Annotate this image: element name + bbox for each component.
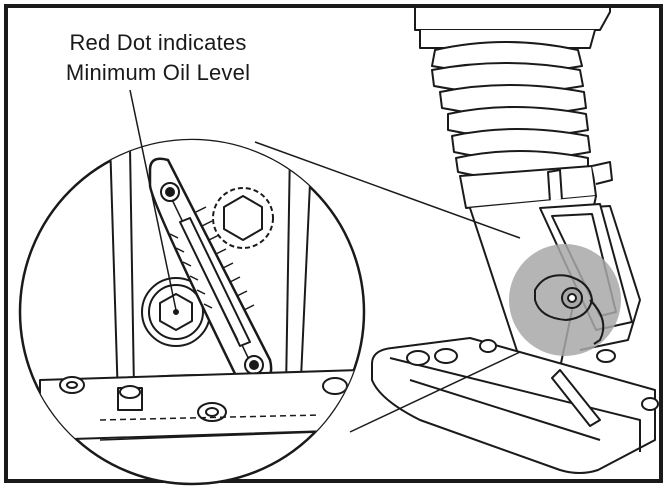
hex-bolt-icon — [212, 187, 274, 249]
callout-line-2: Minimum Oil Level — [65, 60, 251, 85]
oil-fill-plug-icon — [141, 277, 211, 347]
clamp-bolt-icon — [591, 161, 613, 185]
callout-leader-icon — [129, 89, 177, 311]
connector-line-top — [254, 141, 521, 239]
rammer-machine — [371, 8, 659, 474]
callout-label: Red Dot indicates Minimum Oil Level — [38, 28, 278, 88]
upper-housing — [414, 8, 611, 31]
connector-line-bottom — [349, 351, 521, 433]
oil-sight-glass-icon — [148, 157, 273, 386]
bellows-icon — [431, 41, 591, 180]
zoom-base-bolt-icon — [59, 376, 348, 422]
foot-bolt-icon — [406, 339, 659, 411]
callout-line-1: Red Dot indicates — [69, 30, 247, 55]
figure-border — [4, 4, 663, 483]
